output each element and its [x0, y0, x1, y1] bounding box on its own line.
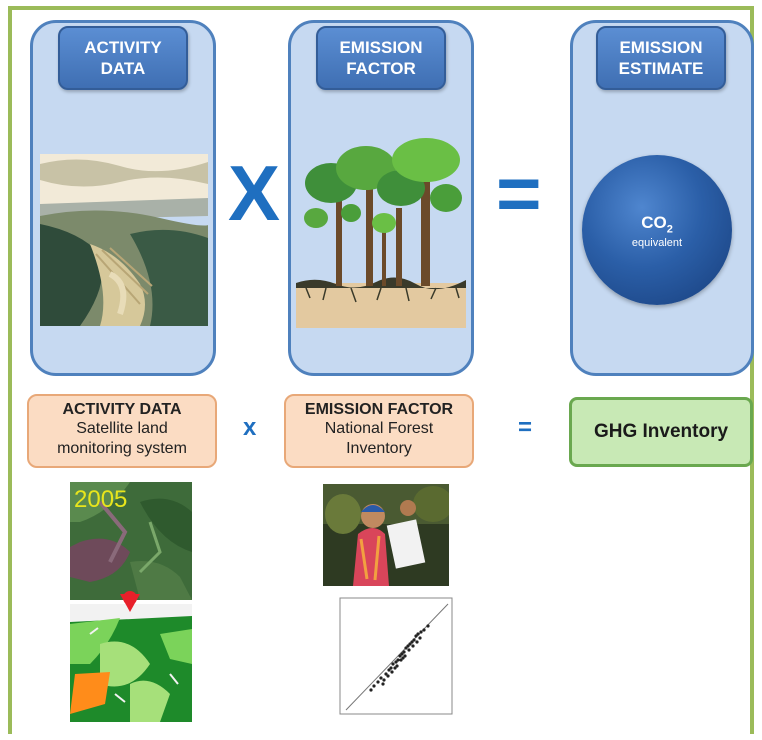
- field-worker-photo: [323, 484, 449, 586]
- emission-factor-box: EMISSION FACTOR National Forest Inventor…: [284, 394, 474, 468]
- satellite-image-2005: [70, 482, 192, 600]
- activity-data-box: ACTIVITY DATA Satellite land monitoring …: [27, 394, 217, 468]
- allometric-scatter-plot: [326, 590, 458, 728]
- emission-factor-box-title: EMISSION FACTOR: [304, 401, 454, 418]
- landscape-image: [40, 154, 208, 326]
- equals-operator-small: =: [518, 414, 533, 441]
- activity-data-box-title: ACTIVITY DATA: [62, 401, 182, 418]
- classified-map-image: [70, 604, 192, 722]
- emission-factor-box-line2: Inventory: [346, 440, 412, 457]
- ghg-inventory-box: GHG Inventory: [569, 397, 753, 467]
- activity-data-title: ACTIVITY DATA: [58, 26, 188, 90]
- emission-factor-box-line1: National Forest: [324, 420, 434, 437]
- co2-equivalent-label: equivalent: [631, 237, 683, 250]
- multiply-operator-small: x: [243, 414, 257, 441]
- satellite-year-label: 2005: [74, 486, 128, 513]
- emission-estimate-title: EMISSION ESTIMATE: [596, 26, 726, 90]
- equals-operator-large: =: [496, 149, 542, 237]
- activity-data-box-line1: Satellite land: [76, 420, 168, 437]
- red-arrow-icon: [120, 591, 140, 612]
- outer-frame: [8, 6, 754, 734]
- emission-factor-title: EMISSION FACTOR: [316, 26, 446, 90]
- activity-data-box-line2: monitoring system: [57, 440, 187, 457]
- co2-label: CO2: [641, 213, 673, 236]
- co2-sphere: CO2 equivalent: [582, 155, 732, 305]
- forest-image: [296, 138, 466, 328]
- multiply-operator-large: X: [228, 149, 281, 237]
